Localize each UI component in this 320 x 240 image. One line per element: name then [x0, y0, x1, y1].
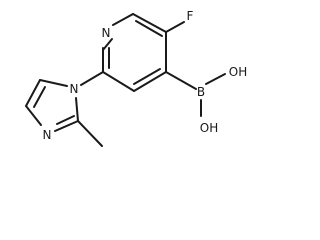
- atom-label-boron: B: [197, 85, 205, 99]
- bond-c4-c3: [133, 71, 167, 92]
- atom-label-hydroxyl-top: OH: [229, 65, 247, 79]
- bond-n3-c2-imid: [54, 120, 79, 132]
- bond-c4-b: [165, 71, 197, 90]
- bond-c2-imidazole-n1: [80, 71, 104, 86]
- bond-n1-c6: [112, 13, 134, 26]
- bond-c6-c5-inner: [135, 20, 163, 37]
- bond-c5-c4-imid: [25, 79, 41, 107]
- bond-c2-n1-imid: [75, 97, 79, 122]
- bond-c3-c2: [102, 71, 135, 92]
- atom-label-imidazole-n1: N: [70, 82, 79, 96]
- bond-n1-c5-imid: [39, 79, 68, 87]
- bond-c4-c3-inner: [133, 68, 161, 85]
- bond-c4-n3-imid: [25, 105, 42, 126]
- pyridine-ring: [102, 13, 167, 92]
- bond-c5-f: [165, 21, 185, 33]
- atom-label-pyridine-n: N: [102, 26, 111, 40]
- bond-c6-c5: [132, 13, 167, 33]
- bond-c2-n1: [102, 38, 113, 51]
- bond-b-oh-top: [205, 73, 226, 85]
- atom-label-imidazole-n3: N: [43, 128, 52, 142]
- bond-c2-methyl: [77, 120, 103, 147]
- chemical-structure-diagram: N F B OH OH N N: [25, 9, 247, 147]
- atom-label-hydroxyl-bottom: OH: [200, 121, 218, 135]
- bond-c5-c4-imid-inner: [33, 86, 46, 108]
- bond-n3-c2-imid-inner: [56, 115, 75, 125]
- imidazole-ring: [25, 79, 79, 132]
- atom-label-fluorine: F: [187, 9, 194, 23]
